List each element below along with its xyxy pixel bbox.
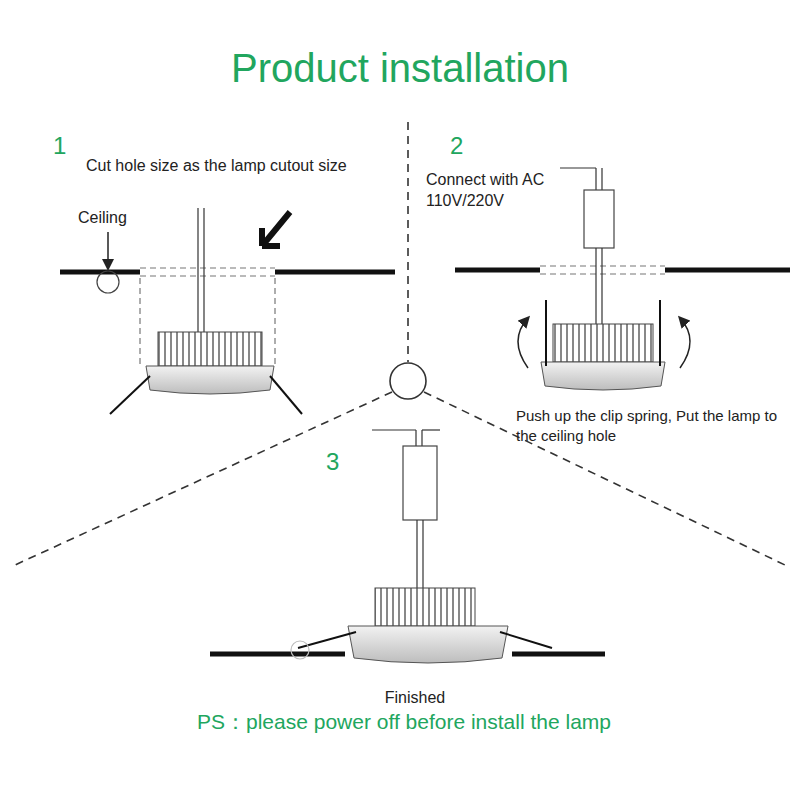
step-number: 2 (450, 130, 463, 161)
step-note: Finished (340, 688, 490, 709)
step-note: Cut hole size as the lamp cutout size (86, 156, 406, 177)
warning-note: PS：please power off before install the l… (4, 708, 800, 735)
step-note: Connect with AC 110V/220V (426, 170, 571, 212)
panel-1-illustration (60, 208, 395, 414)
step-number: 3 (326, 446, 339, 477)
part-label: Ceiling (78, 208, 127, 229)
step-note: Push up the clip spring, Put the lamp to… (516, 406, 791, 445)
panel-3-illustration (210, 430, 605, 663)
step-number: 1 (53, 130, 66, 161)
divider-hub (390, 363, 426, 399)
panel-2-illustration (455, 168, 790, 390)
page-title: Product installation (0, 44, 800, 92)
panel-divider (15, 122, 785, 565)
